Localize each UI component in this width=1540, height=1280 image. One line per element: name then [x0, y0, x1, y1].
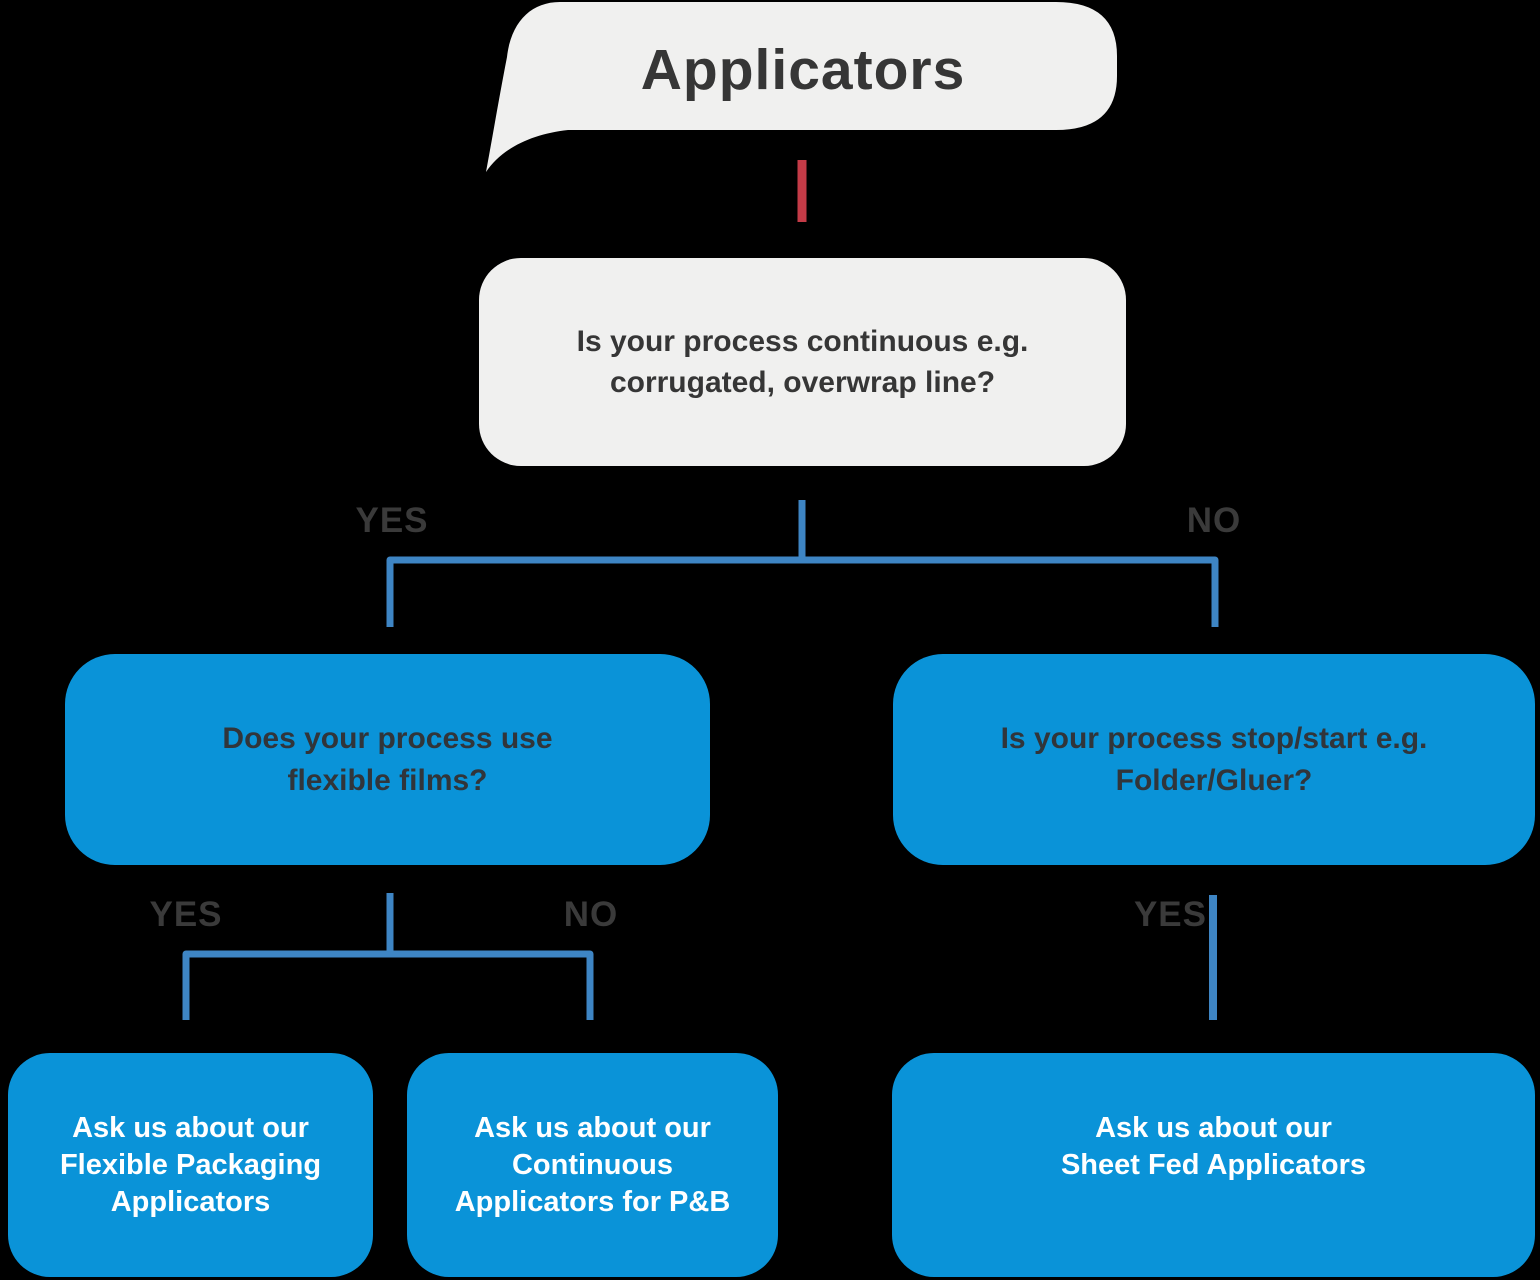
right-question-box: Is your process stop/start e.g. Folder/G… — [893, 654, 1535, 865]
right-question-line: Is your process stop/start e.g. — [1000, 721, 1428, 755]
speech-bubble — [486, 2, 1117, 172]
branch1-no-label: NO — [1186, 501, 1242, 540]
outcome-continuous-line: Applicators for P&B — [454, 1186, 731, 1218]
outcome-continuous-box: Ask us about our Continuous Applicators … — [407, 1053, 778, 1277]
outcome-flexible-line: Applicators — [110, 1186, 271, 1218]
outcome-sheet-fed-line: Sheet Fed Applicators — [1060, 1149, 1367, 1181]
left-question-line: flexible films? — [287, 763, 488, 797]
root-question-line: corrugated, overwrap line? — [609, 366, 996, 399]
outcome-flexible-line: Flexible Packaging — [59, 1149, 322, 1181]
outcome-flexible-line: Ask us about our — [72, 1112, 309, 1144]
branch3-yes-label: YES — [1133, 895, 1207, 934]
root-question-line: Is your process continuous e.g. — [576, 325, 1029, 358]
branch2-no-label: NO — [563, 895, 619, 934]
left-question-text: Does your process use flexible films? — [222, 718, 552, 802]
root-question-box: Is your process continuous e.g. corrugat… — [479, 258, 1126, 466]
outcome-sheet-fed-box: Ask us about our Sheet Fed Applicators — [892, 1053, 1535, 1277]
branch2-yes-label: YES — [149, 895, 223, 934]
branch1-yes-label: YES — [355, 501, 429, 540]
page-title: Applicators — [640, 38, 966, 102]
connector-level2-bracket — [182, 950, 594, 1020]
outcome-continuous-line: Continuous — [511, 1149, 674, 1181]
right-question-text: Is your process stop/start e.g. Folder/G… — [1001, 718, 1428, 802]
outcome-flexible-packaging-box: Ask us about our Flexible Packaging Appl… — [8, 1053, 373, 1277]
left-question-box: Does your process use flexible films? — [65, 654, 710, 865]
root-question-text: Is your process continuous e.g. corrugat… — [577, 321, 1029, 403]
left-question-line: Does your process use — [222, 721, 553, 755]
connector-level1-bracket — [386, 556, 1219, 627]
outcome-sheet-fed-line: Ask us about our — [1095, 1112, 1332, 1144]
outcome-continuous-line: Ask us about our — [474, 1112, 711, 1144]
right-question-line: Folder/Gluer? — [1115, 763, 1313, 797]
